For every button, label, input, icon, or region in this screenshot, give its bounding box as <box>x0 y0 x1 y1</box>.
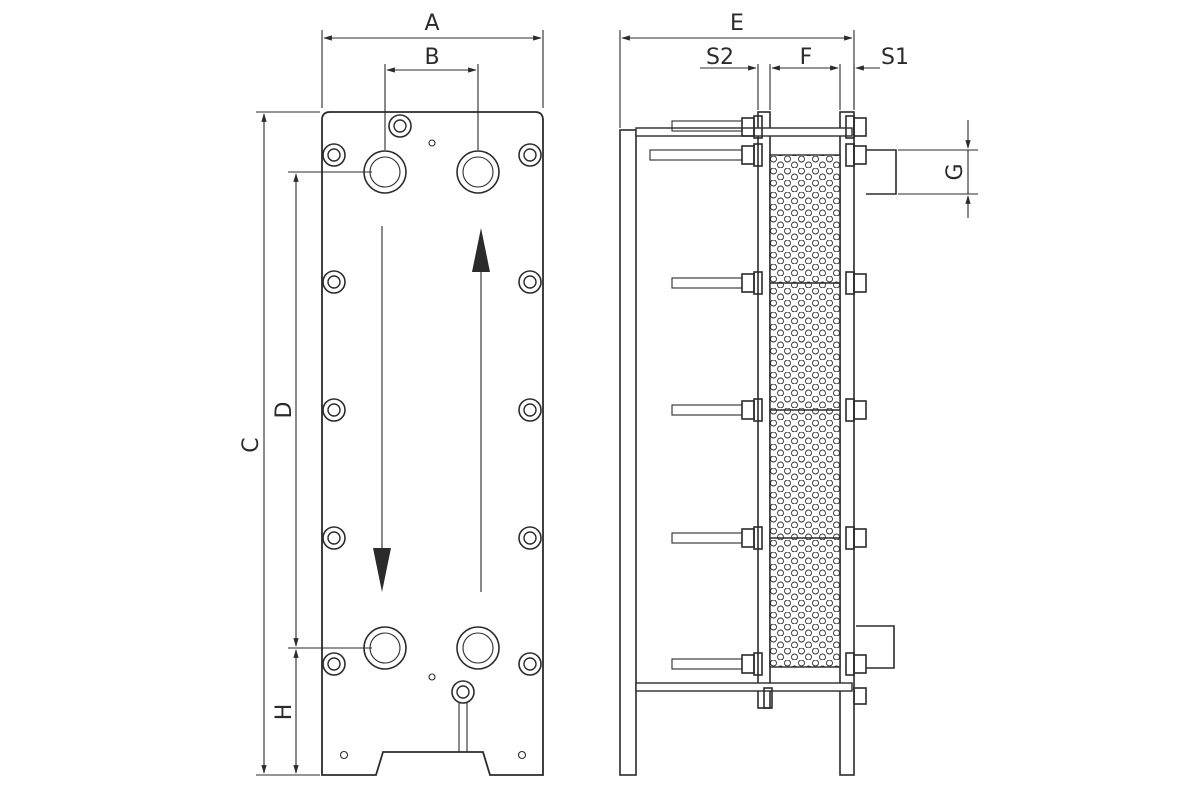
flow-arrow-up <box>472 228 490 592</box>
dimension-b: B <box>384 45 479 150</box>
label-b: B <box>424 45 439 70</box>
side-view: E S2 F S1 G <box>619 11 978 776</box>
bottom-guide-bar <box>635 682 853 692</box>
label-c: C <box>239 437 264 452</box>
nozzle-top <box>866 149 897 195</box>
port-bottom-right <box>456 626 500 670</box>
label-d: D <box>272 402 297 419</box>
dimension-c: C <box>239 111 320 776</box>
pin-hole-bottom-center <box>428 673 436 681</box>
bolt-top <box>388 114 412 138</box>
plate-pack <box>769 154 841 668</box>
pressure-plate <box>757 111 771 709</box>
top-guide-bar <box>635 127 853 137</box>
label-f: F <box>800 45 813 70</box>
pin-hole-top <box>428 139 436 147</box>
label-g: G <box>943 163 968 180</box>
dimension-s2-f-s1: S2 F S1 <box>700 45 909 110</box>
side-bolts <box>322 143 542 676</box>
plate-pack-dividers <box>770 282 840 539</box>
dimension-h: H <box>272 649 299 774</box>
dimension-d: D <box>272 171 372 649</box>
frame-plate <box>321 111 544 776</box>
bolt-bottom <box>451 680 475 752</box>
pin-hole-bottom-left <box>339 750 349 760</box>
support-column <box>619 129 637 776</box>
tie-bolts <box>649 115 867 709</box>
label-s2: S2 <box>706 45 734 70</box>
label-h: H <box>272 704 297 721</box>
pin-hole-bottom-right <box>517 750 527 760</box>
label-e: E <box>730 11 744 36</box>
dimension-g: G <box>898 120 978 218</box>
nozzle-bottom <box>856 625 895 669</box>
dimension-a: A <box>321 11 544 108</box>
dimension-e: E <box>619 11 855 128</box>
label-a: A <box>424 11 439 36</box>
port-top-right <box>456 150 500 194</box>
front-view: A B C D H <box>239 11 544 776</box>
label-s1: S1 <box>881 45 909 70</box>
flow-arrow-down <box>373 226 391 592</box>
